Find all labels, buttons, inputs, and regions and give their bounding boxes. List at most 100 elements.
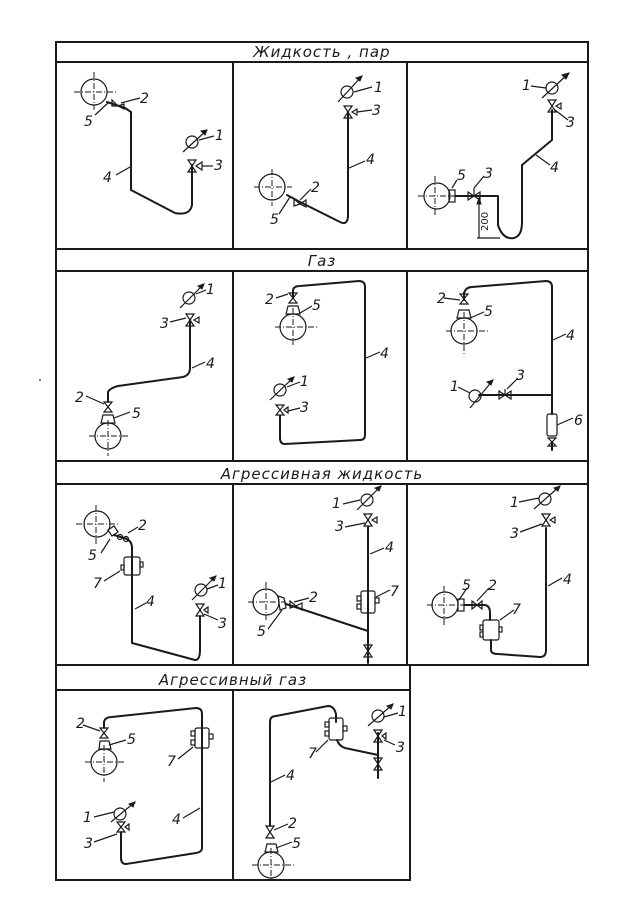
label-fitting: 5 [132,406,141,422]
process-pipe-icon [74,72,116,110]
panel-liquid-2: 1 3 4 2 5 [254,75,383,228]
valve-icon [546,99,562,113]
label-gauge: 1 [522,78,531,94]
section-title: Газ [308,252,337,270]
label-gauge: 1 [206,282,215,298]
label-pipe: 4 [103,170,112,186]
pressure-gauge-icon [182,129,208,153]
label-fitting: 5 [270,212,279,228]
pressure-gauge-icon [356,485,382,511]
section-title: Агрессивная жидкость [220,465,423,483]
impulse-line [113,534,201,661]
process-pipe-icon [248,582,287,620]
impulse-line [463,604,491,621]
scan-speck [39,379,41,381]
valve-icon [458,293,470,305]
label-valve-gauge: 3 [214,158,223,174]
label-fitting: 5 [312,298,321,314]
separator-icon [479,619,503,641]
label-pipe: 4 [385,540,394,556]
label-gauge: 1 [83,810,92,826]
valve-icon [287,292,299,304]
valve-icon [372,757,384,771]
valve-icon [274,404,289,416]
valve-icon [498,389,512,401]
label-pipe: 4 [550,160,559,176]
pressure-gauge-icon [269,376,295,401]
impulse-line [107,319,191,403]
outer-frame-upper [55,41,589,666]
panel-aggressive-liquid-3: 1 3 4 5 2 7 [427,485,572,658]
valve-icon [186,159,203,173]
process-pipe-icon [427,586,467,625]
label-separator: 7 [93,576,102,592]
label-pipe: 4 [172,812,181,828]
label-gauge: 1 [450,379,459,395]
section-title: Жидкость , пар [252,43,390,61]
dimension-200: 200 [476,196,500,239]
label-separator: 7 [308,746,317,762]
impulse-line [279,280,366,445]
valve-icon [540,513,556,527]
label-separator: 7 [167,754,176,770]
label-valve-gauge: 3 [300,400,309,416]
process-pipe-icon [89,414,130,456]
panel-liquid-1: 1 3 2 5 4 [74,72,224,215]
label-valve-gauge: 3 [510,526,519,542]
label-valve-gauge: 3 [160,316,169,332]
valve-icon [98,727,110,739]
separator-icon [324,717,348,741]
panel-gas-3: 2 5 4 1 3 6 [437,280,583,451]
valve-icon [342,105,358,119]
label-fitting: 5 [457,168,466,184]
label-valve-main: 2 [309,590,318,606]
label-gauge: 1 [300,374,309,390]
valve-icon [293,197,307,208]
label-valve-gauge: 3 [218,616,227,632]
label-valve-main: 2 [75,390,84,406]
panel-gas-1: 1 3 4 2 5 [75,282,215,456]
valve-icon [102,401,114,413]
pressure-gauge-icon [541,72,570,99]
label-gauge: 1 [332,496,341,512]
label-gauge: 1 [374,80,383,96]
panel-liquid-3: 200 1 3 4 5 3 [418,72,575,240]
pressure-gauge-icon [367,703,394,727]
label-valve-gauge: 3 [566,115,575,131]
label-valve-main: 2 [140,91,149,107]
separator-icon [120,556,144,576]
impulse-line [106,101,193,215]
label-fitting: 5 [292,836,301,852]
label-gauge: 1 [215,128,224,144]
pressure-gauge-icon [179,283,205,309]
process-pipe-icon [418,176,470,216]
impulse-line [454,109,553,240]
label-fitting: 5 [462,578,471,594]
valve-icon [362,644,374,658]
label-valve-gauge: 3 [396,740,405,756]
process-pipe-icon [446,309,490,354]
label-separator: 7 [512,602,521,618]
label-valve-main: 2 [265,292,274,308]
impulse-line [269,705,337,827]
label-valve-gauge: 3 [84,836,93,852]
valve-icon [362,513,378,527]
table-frame [55,41,589,881]
pressure-gauge-icon [337,75,363,103]
label-pipe: 4 [366,152,375,168]
valve-icon [289,599,303,612]
label-condensate-vessel: 6 [574,413,583,429]
section-title: Агрессивный газ [158,671,307,689]
label-gauge: 1 [510,495,519,511]
label-valve-main: 2 [76,716,85,732]
label-valve-gauge: 3 [516,368,525,384]
pressure-gauge-icon [468,379,494,409]
process-pipe-icon [76,505,119,546]
pressure-gauge-icon [110,801,136,823]
label-pipe: 4 [566,328,575,344]
pressure-gauge-icon [533,485,561,510]
impulse-line [463,280,553,415]
process-pipe-icon [275,305,317,345]
condensate-vessel-icon [546,413,558,437]
